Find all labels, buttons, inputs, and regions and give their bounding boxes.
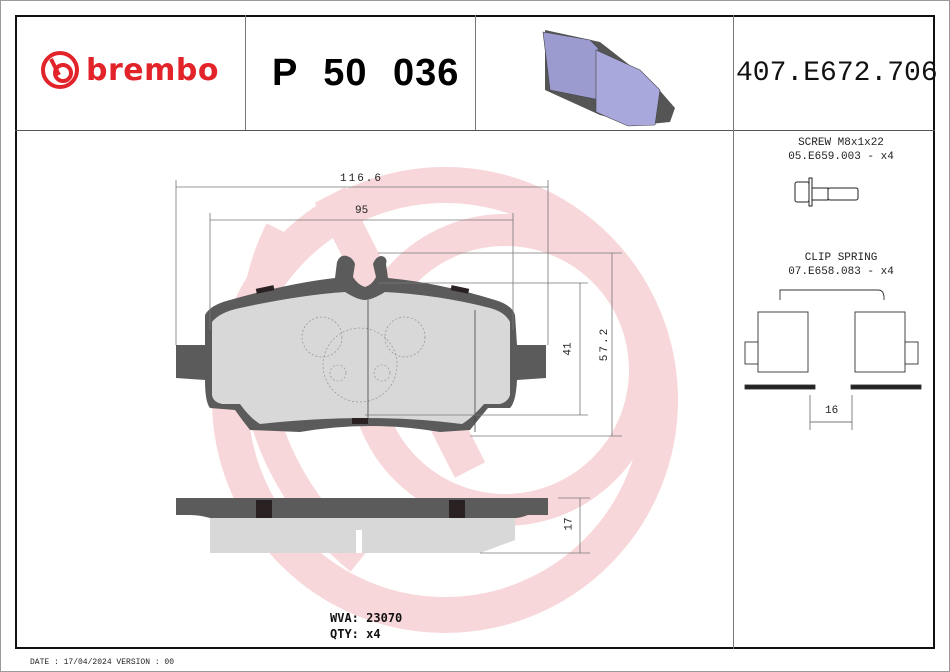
brembo-logo-icon <box>41 51 79 89</box>
accessory-column-divider <box>733 130 734 649</box>
brand-name: brembo <box>86 52 219 88</box>
brembo-logo: brembo <box>40 50 219 90</box>
brake-pad-side-view <box>176 497 590 554</box>
dim-friction-width: 95 <box>355 205 369 217</box>
product-3d-render-icon <box>542 30 675 127</box>
footer-date-version: DATE : 17/04/2024 VERSION : 00 <box>30 658 175 667</box>
wva-value: 23070 <box>366 611 403 625</box>
wva-qty-block: WVA: 23070 QTY: x4 <box>330 610 402 642</box>
wva-label: WVA: <box>330 611 359 625</box>
header-bottom-rule <box>15 130 935 131</box>
header-divider <box>245 15 246 130</box>
qty-label: QTY: <box>330 627 359 641</box>
dim-thickness: 17 <box>563 517 576 531</box>
dim-overall-width: 116.6 <box>340 173 384 185</box>
dim-clip-spring: 16 <box>825 405 839 417</box>
header-divider <box>733 15 734 130</box>
clip-spring-code: 07.E658.083 - x4 <box>788 266 894 278</box>
brake-pad-front-view <box>176 255 546 432</box>
dim-friction-height: 41 <box>562 342 575 356</box>
header-divider <box>475 15 476 130</box>
clip-spring-icon <box>744 289 922 430</box>
screw-icon <box>794 177 859 207</box>
reference-code: 407.E672.706 <box>736 58 938 89</box>
front-dimensions <box>175 180 622 437</box>
screw-code: 05.E659.003 - x4 <box>788 151 894 163</box>
qty-value: x4 <box>366 627 381 641</box>
part-number: P 50 036 <box>272 52 460 94</box>
clip-spring-name: CLIP SPRING <box>804 252 878 264</box>
screw-name: SCREW M8x1x22 <box>798 137 884 149</box>
dim-overall-height: 57.2 <box>599 326 612 362</box>
